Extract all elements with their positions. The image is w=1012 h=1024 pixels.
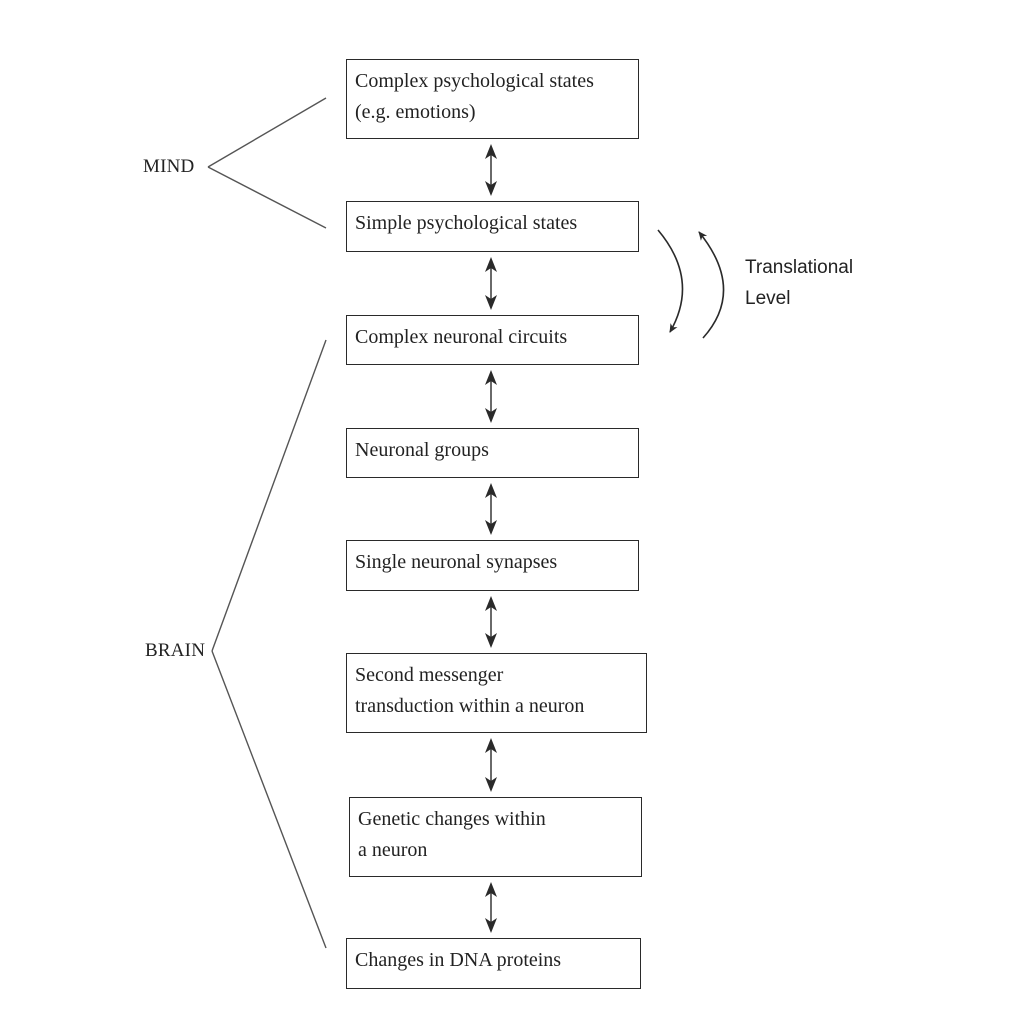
arrowhead-down [485, 777, 497, 792]
arrowhead-up [485, 257, 497, 272]
level-box-simple-psych: Simple psychological states [346, 201, 639, 252]
arrowhead-up [485, 370, 497, 385]
arrowhead-down [485, 408, 497, 423]
double-arrow [485, 257, 497, 310]
arrowhead-up [485, 738, 497, 753]
double-arrow [485, 483, 497, 535]
level-box-second-messenger: Second messenger transduction within a n… [346, 653, 647, 733]
level-box-dna-proteins: Changes in DNA proteins [346, 938, 641, 989]
arrowhead-down [485, 633, 497, 648]
brain-bracket [211, 339, 327, 949]
double-arrow [485, 738, 497, 792]
arrowhead-up [485, 882, 497, 897]
arrowhead-down [485, 918, 497, 933]
arrowhead-down [485, 520, 497, 535]
level-box-complex-psych: Complex psychological states (e.g. emoti… [346, 59, 639, 139]
double-arrow [485, 144, 497, 196]
upward-curved-arrow [698, 231, 725, 339]
level-box-complex-circuits: Complex neuronal circuits [346, 315, 639, 365]
translational-level-label: Translational Level [745, 257, 854, 309]
arrowhead-down [485, 295, 497, 310]
brain-label: BRAIN [145, 640, 206, 661]
mind-label: MIND [143, 156, 195, 177]
mind-bracket [207, 97, 327, 229]
level-connector-arrows [485, 144, 497, 933]
double-arrow [485, 882, 497, 933]
arrowhead-up [485, 596, 497, 611]
downward-curved-arrow [657, 229, 684, 333]
translational-arrows [657, 229, 725, 339]
arrowhead-up [485, 144, 497, 159]
level-box-genetic-changes: Genetic changes within a neuron [349, 797, 642, 877]
arrowhead-up [485, 483, 497, 498]
double-arrow [485, 370, 497, 423]
double-arrow [485, 596, 497, 648]
level-box-neuronal-groups: Neuronal groups [346, 428, 639, 478]
level-box-single-synapses: Single neuronal synapses [346, 540, 639, 591]
arrowhead-down [485, 181, 497, 196]
